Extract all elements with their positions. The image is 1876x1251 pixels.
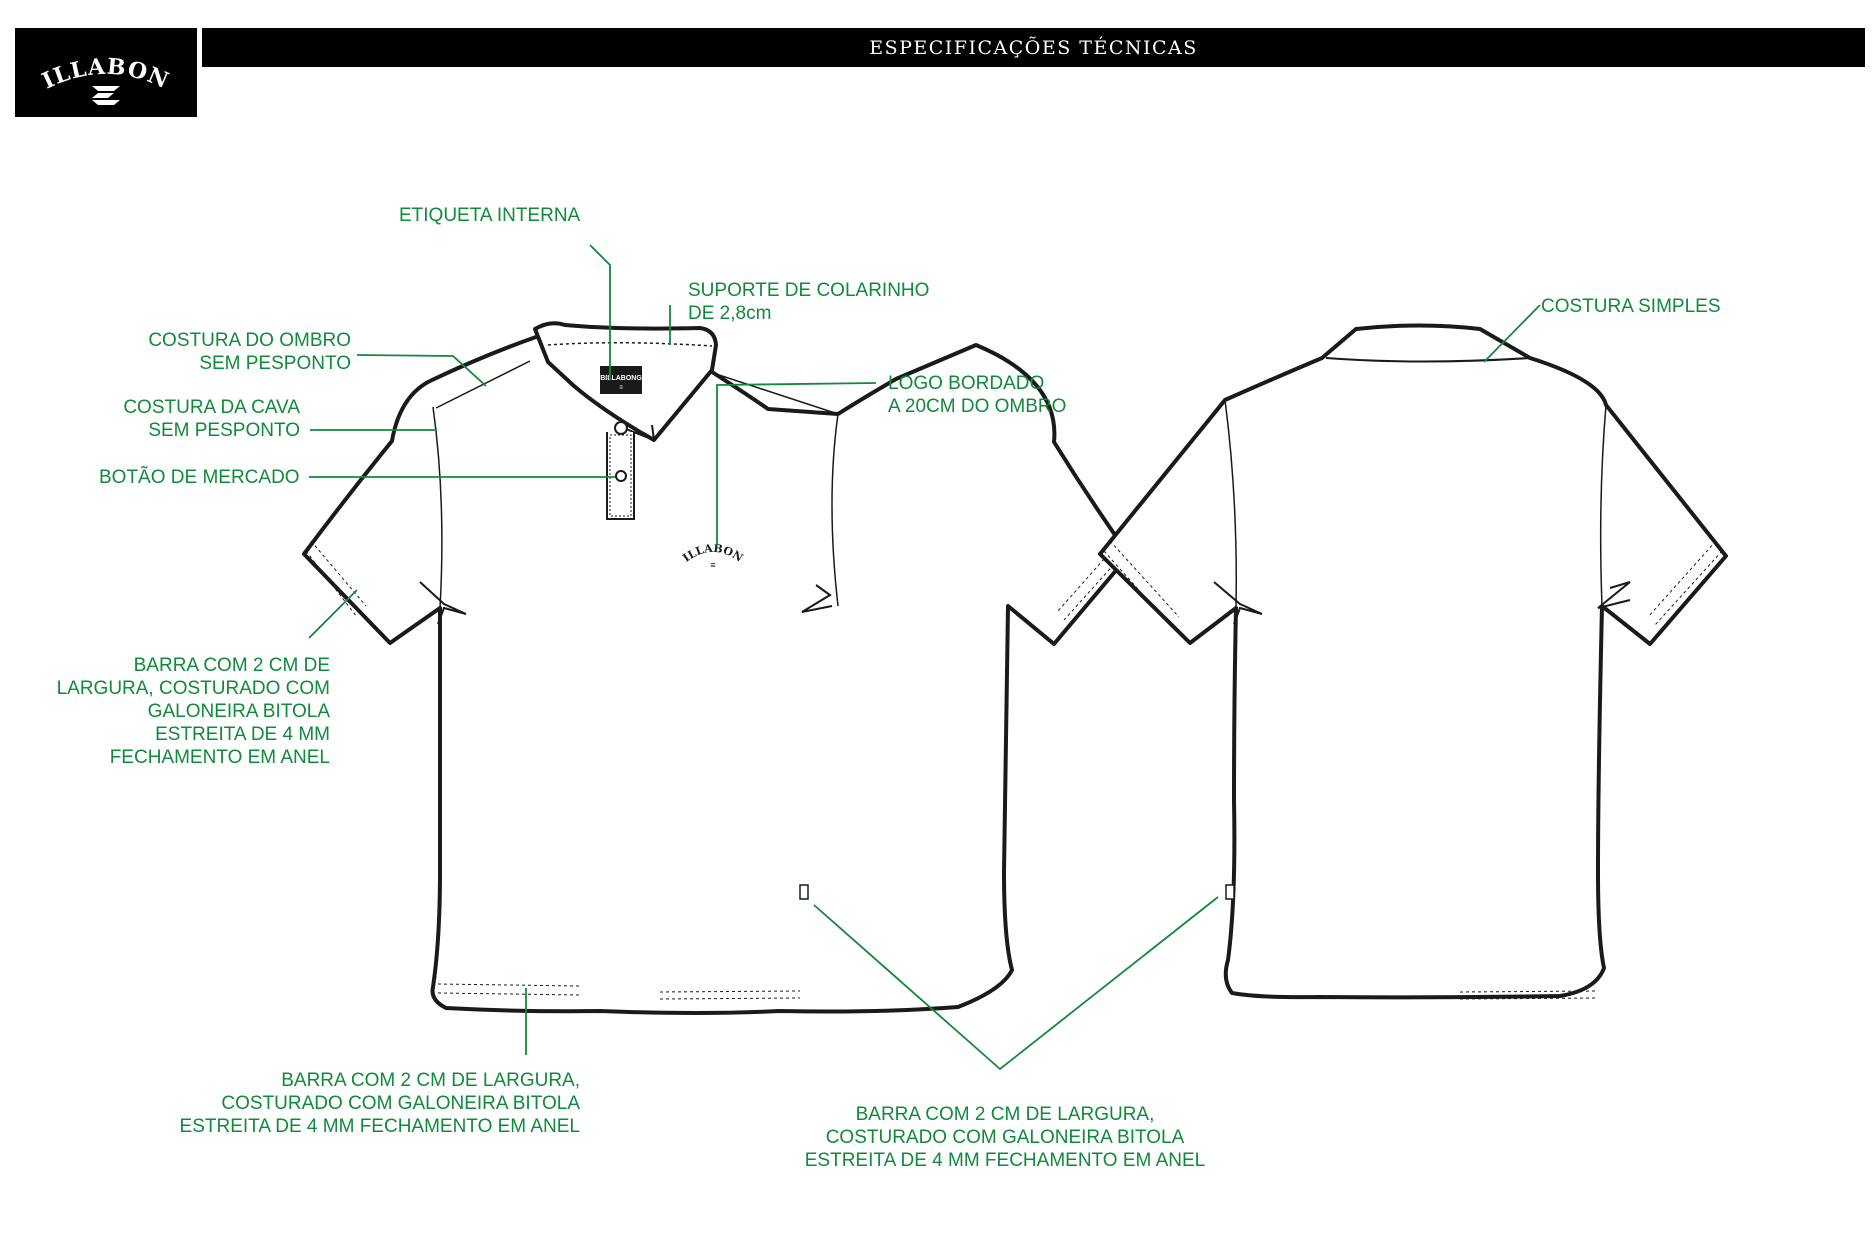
back-polo-shirt <box>1098 323 1728 1000</box>
label-botao-mercado: BOTÃO DE MERCADO <box>99 467 300 488</box>
label-costura-cava: COSTURA DA CAVA SEM PESPONTO <box>123 397 300 441</box>
label-barra-manga: BARRA COM 2 CM DE LARGURA, COSTURADO COM… <box>56 655 330 768</box>
label-etiqueta-interna: ETIQUETA INTERNA <box>399 205 581 226</box>
placket-button <box>615 470 627 482</box>
front-polo-shirt: BILLABONG ≡ BILLABONG ≡ <box>0 0 1131 1015</box>
title-bar: ESPECIFICAÇÕES TÉCNICAS <box>202 28 1865 67</box>
front-body-outline <box>302 327 1131 1015</box>
label-costura-simples: COSTURA SIMPLES <box>1541 296 1721 317</box>
svg-text:≡: ≡ <box>710 560 715 570</box>
svg-text:≡: ≡ <box>619 385 623 391</box>
label-barra-frente: BARRA COM 2 CM DE LARGURA, COSTURADO COM… <box>179 1070 580 1137</box>
collar-button <box>614 421 628 435</box>
svg-text:BILLABONG: BILLABONG <box>600 375 642 382</box>
inner-label <box>600 366 642 394</box>
leader-lines <box>308 244 1541 1071</box>
page-title: ESPECIFICAÇÕES TÉCNICAS <box>869 36 1198 59</box>
label-logo-bordado: LOGO BORDADO A 20CM DO OMBRO <box>888 373 1067 417</box>
back-body-outline <box>1098 323 1728 1000</box>
label-suporte-colarinho: SUPORTE DE COLARINHO DE 2,8cm <box>688 280 930 324</box>
label-costura-ombro: COSTURA DO OMBRO SEM PESPONTO <box>148 330 351 374</box>
label-barra-lateral: BARRA COM 2 CM DE LARGURA, COSTURADO COM… <box>804 1104 1206 1171</box>
